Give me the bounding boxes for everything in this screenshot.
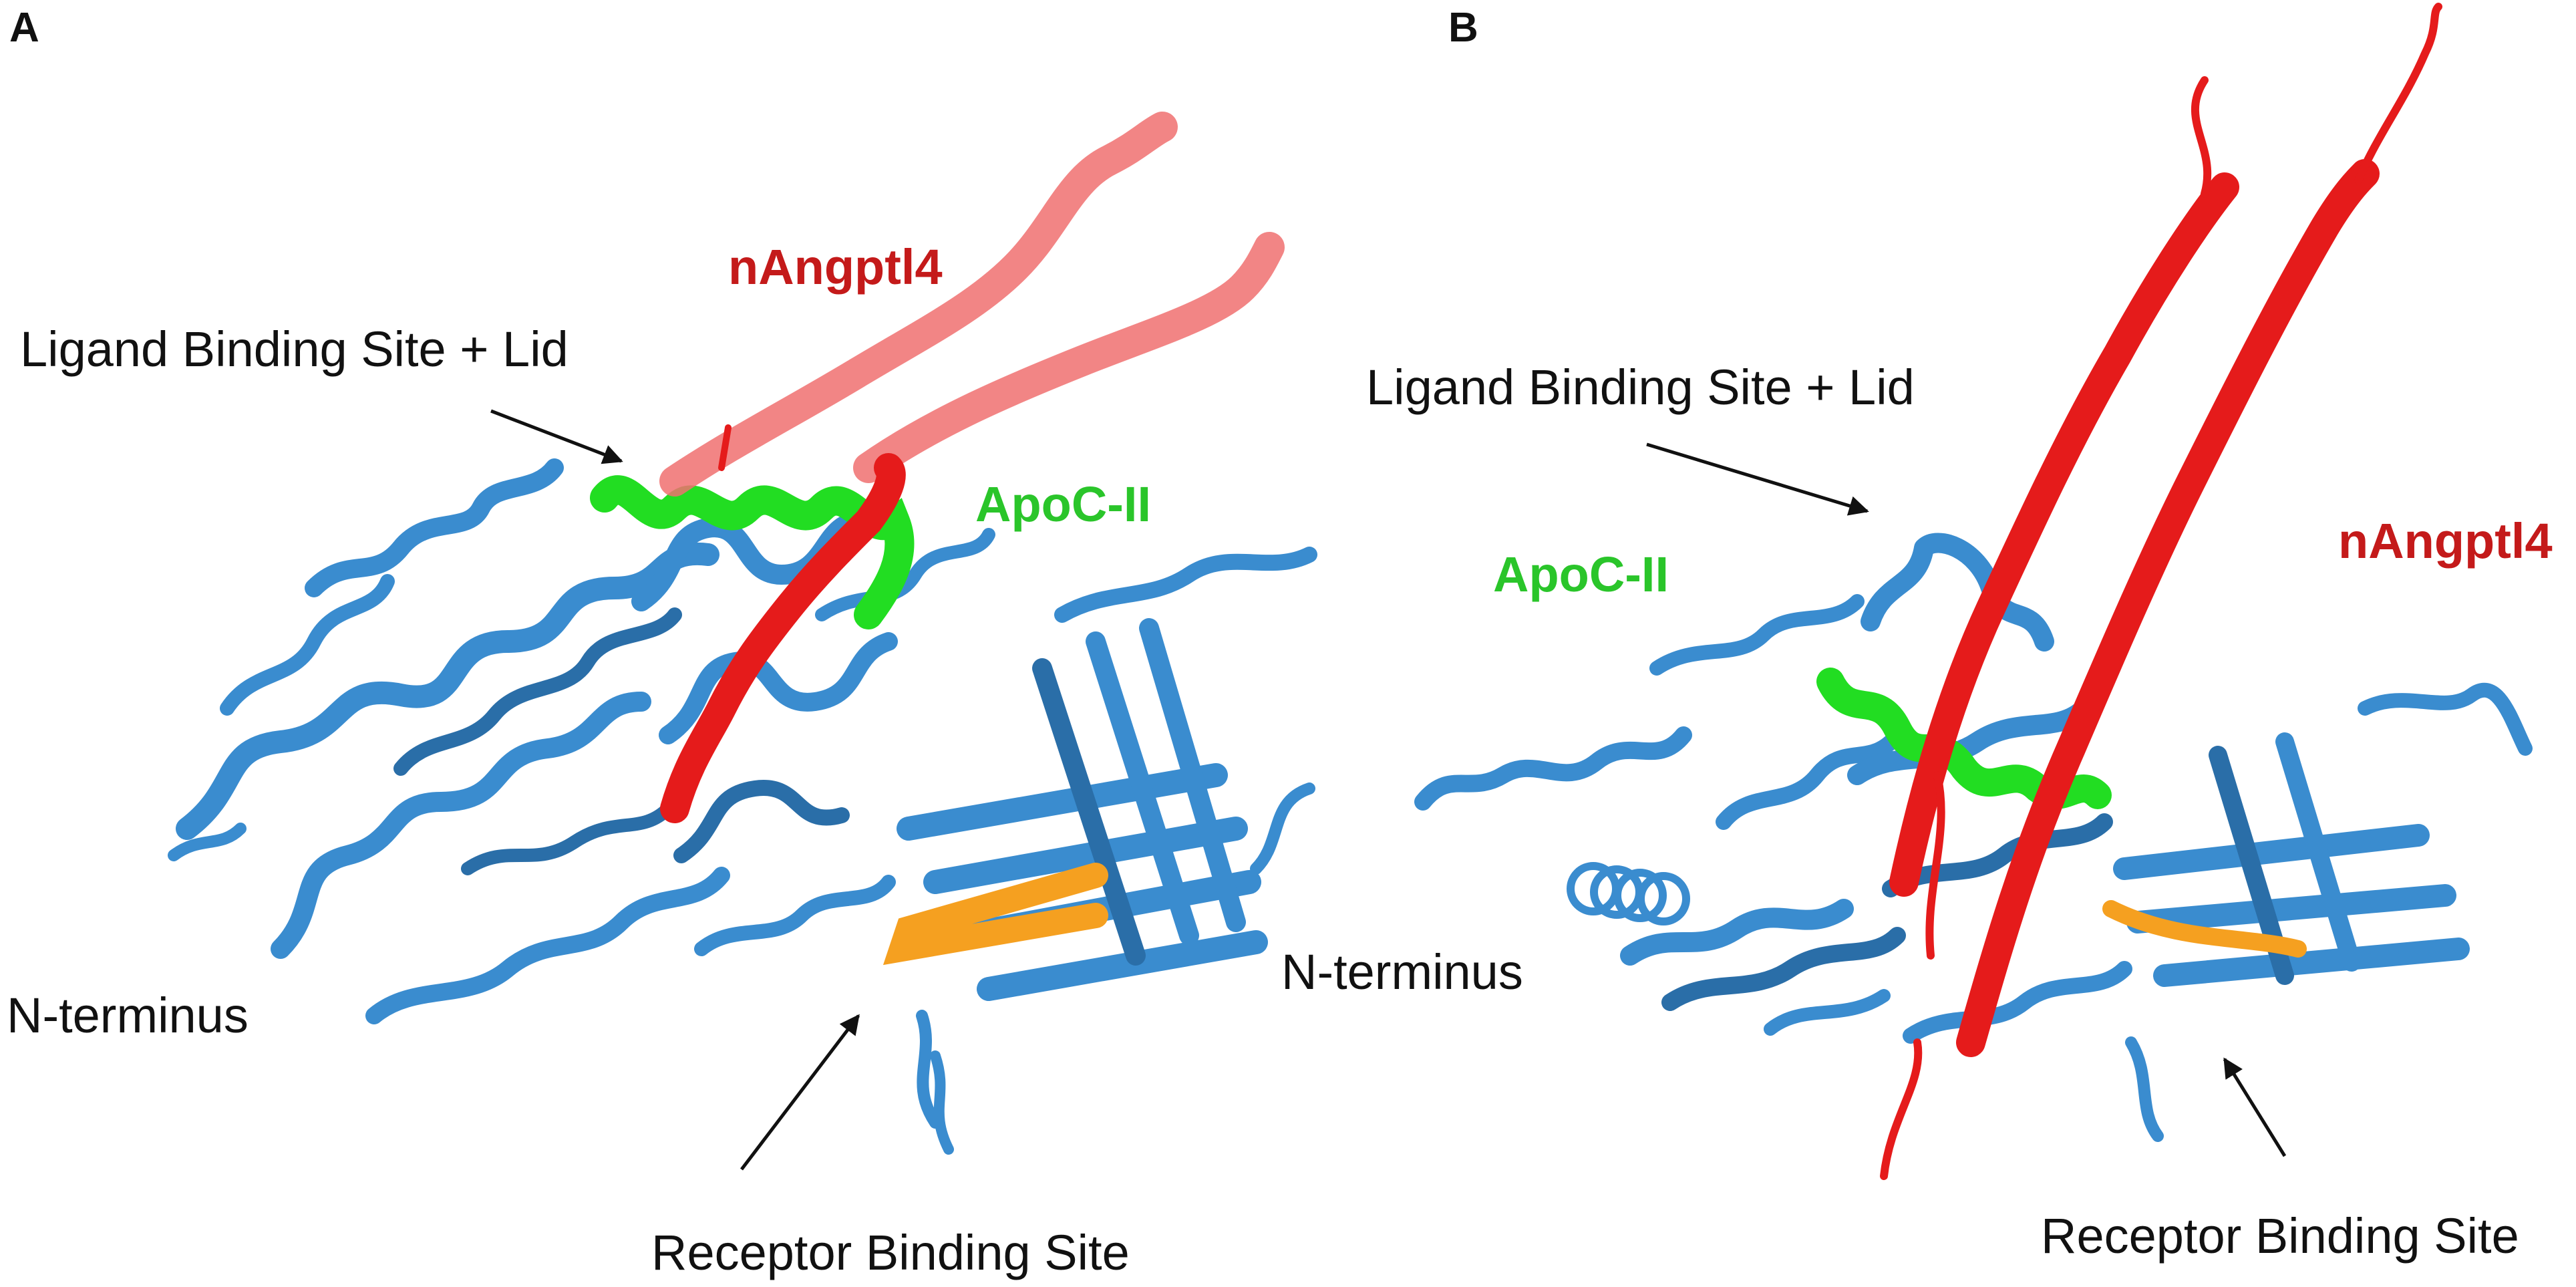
panel-b: B <box>1281 3 2553 1264</box>
panel-a-lipase-n-domain <box>168 458 730 1024</box>
panel-b-ligand-arrow <box>1646 442 1869 516</box>
panel-a-n-terminus-label: N-terminus <box>7 988 249 1043</box>
panel-a-ligand-arrow <box>490 409 623 464</box>
panel-b-apocii-label: ApoC-II <box>1493 547 1669 602</box>
panel-a-apocii-label: ApoC-II <box>975 476 1151 532</box>
panel-a-receptor-site-label: Receptor Binding Site <box>651 1225 1130 1280</box>
panel-a-apocii-helix <box>590 475 915 629</box>
panel-b-receptor-strand <box>2102 900 2307 958</box>
panel-a-letter: A <box>9 5 39 51</box>
panel-a-nangptl4-label: nAngptl4 <box>728 239 943 295</box>
panel-b-lipase-core <box>1847 533 2132 1044</box>
panel-a: A <box>7 5 1317 1280</box>
panel-b-nangptl4-label: nAngptl4 <box>2338 513 2553 569</box>
panel-a-lipase-c-domain <box>897 547 1317 1155</box>
panel-b-n-terminus-label: N-terminus <box>1281 944 1523 1000</box>
panel-b-ligand-site-label: Ligand Binding Site + Lid <box>1366 360 1915 415</box>
panel-a-nangptl4-helices <box>659 112 1285 823</box>
panel-a-ligand-site-label: Ligand Binding Site + Lid <box>20 321 569 377</box>
panel-b-receptor-arrow <box>2223 1057 2287 1157</box>
panel-a-receptor-strand <box>882 863 1108 966</box>
panel-b-lipase-c-domain <box>2113 682 2533 1142</box>
panel-b-letter: B <box>1448 5 1478 51</box>
panel-b-nangptl4-helices <box>1880 3 2442 1180</box>
panel-b-lipase-n-domain <box>1414 594 1906 1036</box>
panel-b-receptor-site-label: Receptor Binding Site <box>2041 1208 2519 1264</box>
panel-a-receptor-arrow <box>740 1014 860 1171</box>
